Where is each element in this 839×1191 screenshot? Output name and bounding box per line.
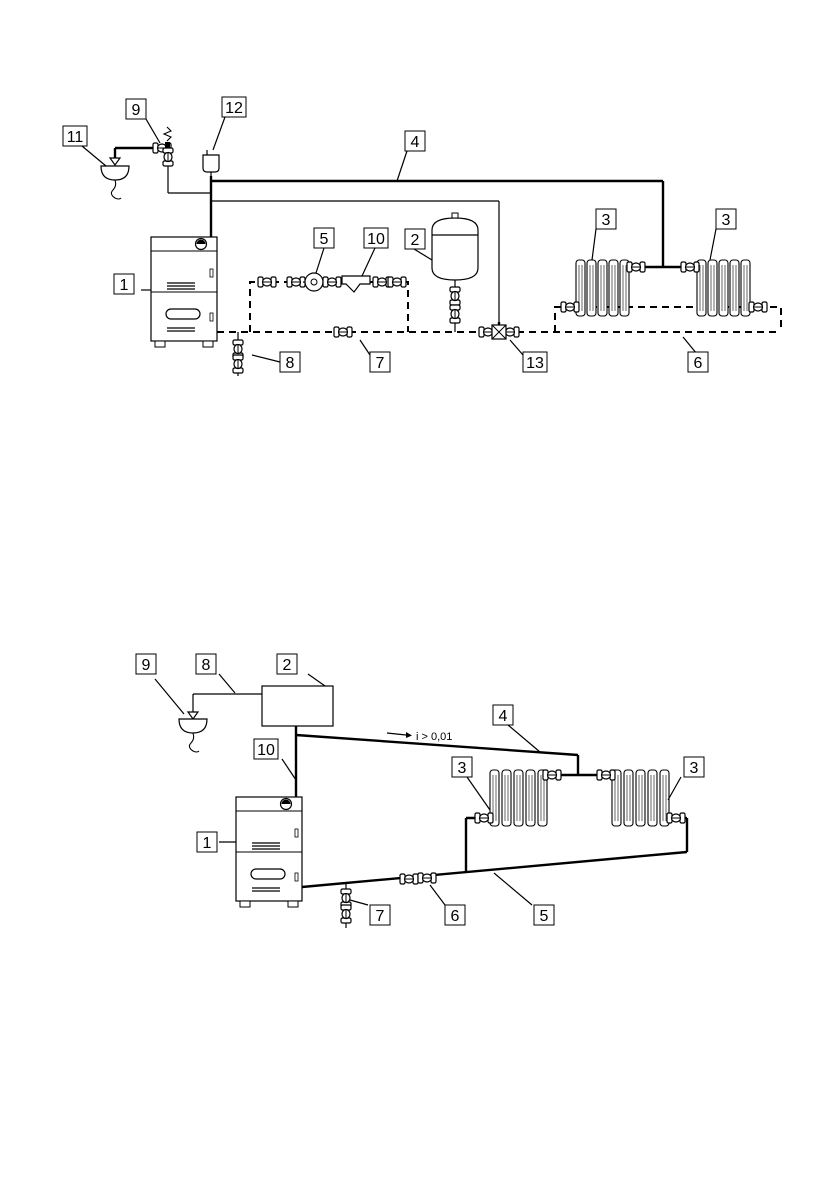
label-1-boiler: 1 bbox=[113, 273, 135, 295]
svg-text:3: 3 bbox=[602, 212, 611, 229]
label-1-supply-line: 4 bbox=[404, 130, 426, 152]
label-2-valve: 6 bbox=[444, 904, 466, 926]
svg-text:9: 9 bbox=[132, 102, 141, 119]
svg-text:2: 2 bbox=[283, 657, 292, 674]
boiler-2 bbox=[235, 796, 303, 908]
label-2-overflow-line: 8 bbox=[195, 653, 217, 675]
svg-text:9: 9 bbox=[142, 657, 151, 674]
label-1-safety-valve: 9 bbox=[125, 98, 147, 120]
svg-text:4: 4 bbox=[499, 708, 508, 725]
svg-text:1: 1 bbox=[120, 277, 129, 294]
svg-text:8: 8 bbox=[286, 355, 295, 372]
label-2-drain-funnel: 9 bbox=[135, 653, 157, 675]
svg-text:2: 2 bbox=[411, 232, 420, 249]
boiler-1 bbox=[150, 236, 218, 348]
svg-text:8: 8 bbox=[202, 657, 211, 674]
svg-text:10: 10 bbox=[367, 231, 385, 248]
label-2-drain-valve: 7 bbox=[369, 904, 391, 926]
slope-note: i > 0,01 bbox=[416, 731, 452, 743]
label-1-tank: 2 bbox=[404, 228, 426, 250]
label-1-radiator-a: 3 bbox=[595, 208, 617, 230]
label-2-supply-line: 4 bbox=[492, 704, 514, 726]
label-1-return-line: 6 bbox=[687, 351, 709, 373]
label-2-radiator-a: 3 bbox=[451, 756, 473, 778]
label-1-pump: 5 bbox=[313, 227, 335, 249]
drain-funnel-icon-2 bbox=[178, 718, 208, 753]
label-2-radiator-b: 3 bbox=[683, 756, 705, 778]
svg-text:1: 1 bbox=[203, 835, 212, 852]
label-2-boiler: 1 bbox=[196, 831, 218, 853]
label-1-drain-funnel: 11 bbox=[62, 125, 88, 147]
svg-text:4: 4 bbox=[411, 134, 420, 151]
label-1-bypass-valve: 7 bbox=[369, 351, 391, 373]
svg-text:3: 3 bbox=[722, 212, 731, 229]
svg-text:13: 13 bbox=[526, 355, 544, 372]
svg-text:7: 7 bbox=[376, 355, 385, 372]
label-1-air-vent: 12 bbox=[221, 96, 247, 118]
svg-text:10: 10 bbox=[257, 742, 275, 759]
radiator-2a bbox=[489, 769, 548, 827]
label-2-tank: 2 bbox=[276, 653, 298, 675]
svg-text:3: 3 bbox=[458, 760, 467, 777]
diagram-1: 1 2 3 3 4 5 6 7 8 9 10 11 12 13 bbox=[62, 96, 782, 376]
drain-funnel-icon bbox=[100, 165, 130, 200]
radiator-2b bbox=[611, 769, 670, 827]
label-1-filter: 10 bbox=[363, 227, 389, 249]
svg-text:7: 7 bbox=[376, 908, 385, 925]
label-2-riser: 10 bbox=[253, 738, 279, 760]
diagram-2: i > 0,01 bbox=[135, 653, 705, 928]
svg-text:5: 5 bbox=[320, 231, 329, 248]
label-2-return-line: 5 bbox=[533, 904, 555, 926]
radiator-1a bbox=[575, 259, 630, 317]
label-1-mixing-valve: 13 bbox=[522, 351, 548, 373]
open-expansion-tank bbox=[261, 685, 334, 727]
radiator-1b bbox=[696, 259, 751, 317]
svg-text:3: 3 bbox=[690, 760, 699, 777]
svg-text:6: 6 bbox=[451, 908, 460, 925]
svg-text:5: 5 bbox=[540, 908, 549, 925]
svg-text:12: 12 bbox=[225, 100, 243, 117]
svg-text:11: 11 bbox=[67, 129, 84, 146]
label-1-drain-valve: 8 bbox=[279, 351, 301, 373]
svg-text:6: 6 bbox=[694, 355, 703, 372]
label-1-radiator-b: 3 bbox=[715, 208, 737, 230]
